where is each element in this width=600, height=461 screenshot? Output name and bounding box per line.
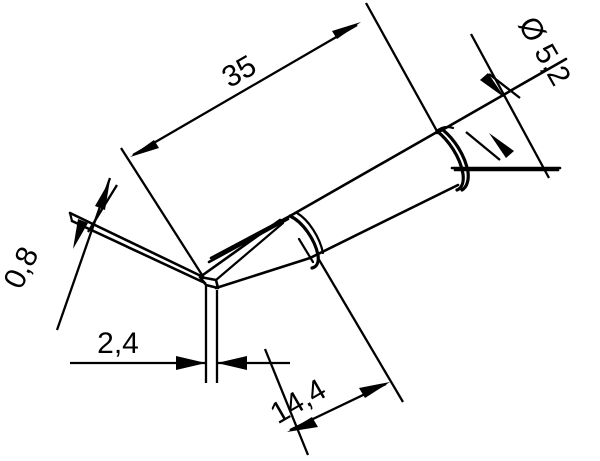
arrowhead-144-right [359,382,390,398]
arrowhead-144-left [287,417,318,432]
dim-label-144: 14,4 [265,373,332,431]
dimension-14-4: 14,4 [263,257,404,456]
arrowhead-08-upper [95,180,110,210]
dim-label-24: 2,4 [97,327,139,360]
dimension-35: 35 [120,2,440,279]
blade-top-edge-2 [207,217,290,264]
blade-face-upper [198,218,282,279]
dim-line-35 [132,24,358,156]
thin-blade-end-cap [68,211,74,223]
ext-line-144-left [263,348,310,456]
arrowhead-24-left [176,356,206,370]
thin-blade-lower-edge [70,219,207,285]
arrowhead-08-lower [73,219,88,249]
ext-tick-52-lower [465,131,501,161]
cone-upper-edge [288,130,439,218]
thin-blade-upper-edge [68,211,203,278]
dimension-0-8: 0,8 [0,177,118,331]
cone-front-ellipse [288,214,320,270]
arrowhead-52-bottom [489,133,514,158]
collar-ring-inner-arc [441,128,470,192]
dim-label-35: 35 [217,49,262,94]
dimension-2-4: 2,4 [70,286,290,383]
dim-label-08: 0,8 [0,242,45,294]
ext-line-35-right [364,2,440,134]
arrowhead-35-left [130,140,159,157]
shaft-upper-edge [435,88,514,135]
blade-face-lower [214,256,312,290]
cone-front-ellipse-inner [295,211,325,255]
dim-line-52 [469,33,551,179]
arrowhead-52-top [480,73,505,98]
part-geometry [68,57,568,290]
collar-ring-outer-arc [435,129,465,192]
dim-label-52: Ø 5,2 [512,11,577,91]
collar-ring-left-edge [435,125,455,133]
ext-line-35-left [120,147,205,279]
cone-lower-edge [308,183,460,260]
ext-line-144-right [317,257,404,403]
dimension-diameter-5-2: Ø 5,2 [465,11,577,179]
arrowhead-35-right [332,22,361,39]
blade-crease-line [214,221,285,282]
arrowhead-24-right [217,356,247,370]
shaft-upper-edge-ext [508,57,568,93]
